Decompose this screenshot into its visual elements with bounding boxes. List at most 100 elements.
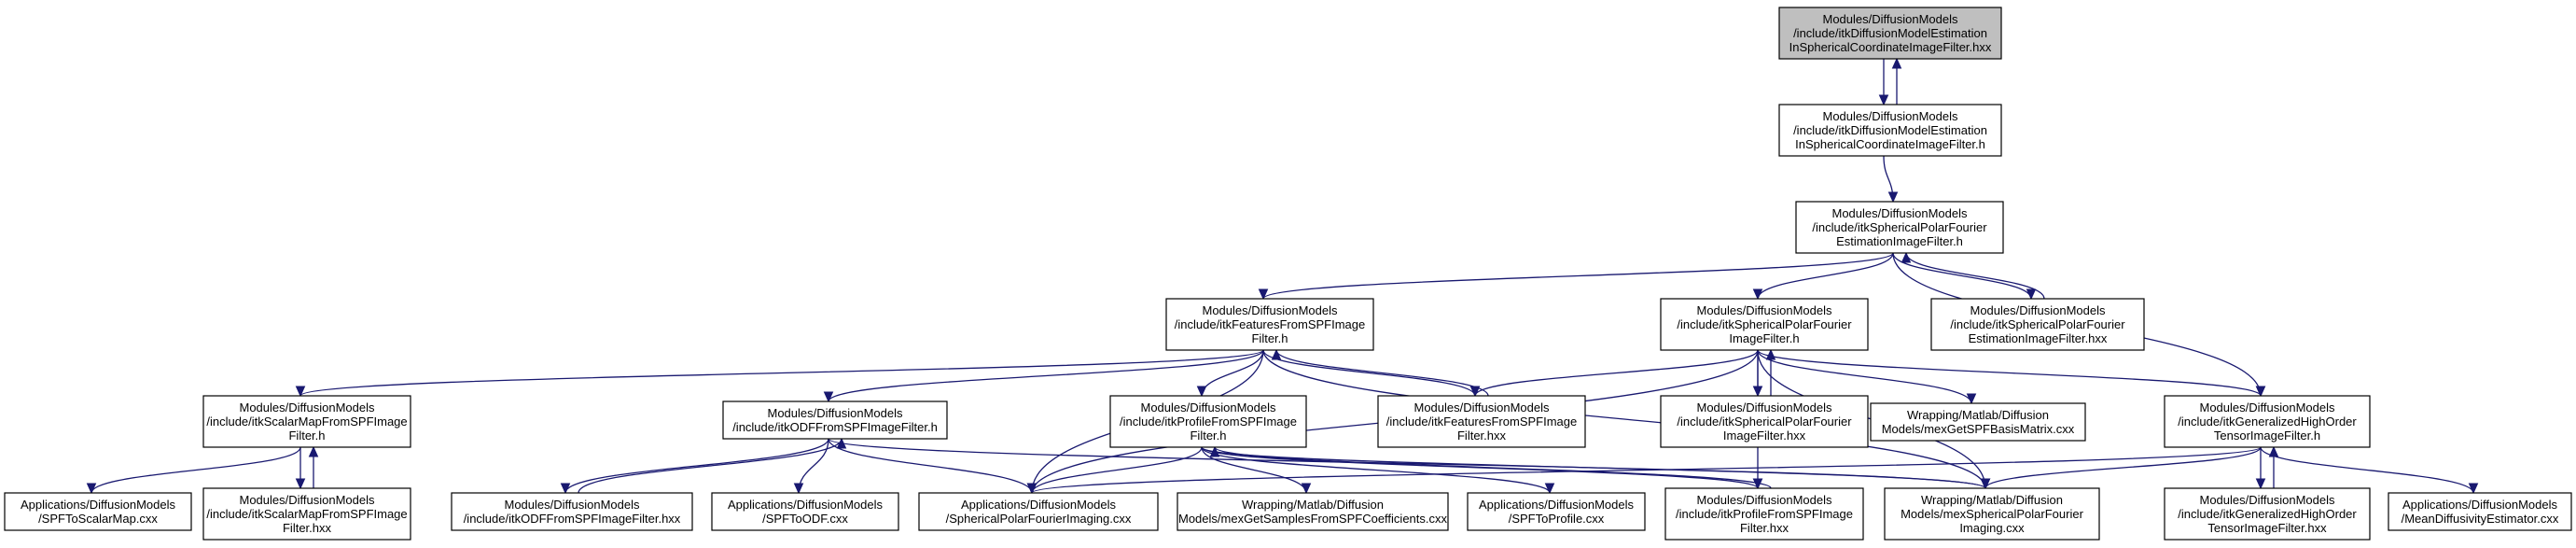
node-label-line: /MeanDiffusivityEstimator.cxx <box>2402 512 2559 526</box>
node-gho-h[interactable]: Modules/DiffusionModels/include/itkGener… <box>2164 395 2371 448</box>
node-scalar-hxx[interactable]: Modules/DiffusionModels/include/itkScala… <box>202 487 411 541</box>
node-label-line: /include/itkODFFromSPFImageFilter.hxx <box>464 512 681 526</box>
node-scalar-h[interactable]: Modules/DiffusionModels/include/itkScala… <box>202 395 411 448</box>
node-label-line: Applications/DiffusionModels <box>728 498 883 512</box>
node-box <box>711 492 899 531</box>
node-label-line: ImageFilter.h <box>1729 331 1799 345</box>
node-label-line: Filter.h <box>288 429 325 443</box>
node-profile-hxx[interactable]: Modules/DiffusionModels/include/itkProfi… <box>1664 487 1864 541</box>
node-label-line: Modules/DiffusionModels <box>1832 206 1968 220</box>
node-odf-hxx[interactable]: Modules/DiffusionModels/include/itkODFFr… <box>451 492 693 531</box>
edge-profile_h-to-mex_samples <box>1201 446 1312 495</box>
node-spf-to-profile[interactable]: Applications/DiffusionModels/SPFToProfil… <box>1467 492 1646 531</box>
node-label-line: Models/mexGetSamplesFromSPFCoefficients.… <box>1178 512 1448 526</box>
node-label-line: Modules/DiffusionModels <box>1823 12 1958 26</box>
node-box <box>4 492 192 531</box>
node-label-line: /SphericalPolarFourierImaging.cxx <box>946 512 1132 526</box>
node-label-line: /include/itkProfileFromSPFImage <box>1676 507 1853 521</box>
edge-spf_h-to-gho_h <box>1757 349 2266 398</box>
node-box <box>1778 7 2002 60</box>
edge-arrowhead <box>295 478 306 490</box>
edge-spf_est_hxx-to-spf_est_h <box>1901 251 2045 300</box>
edge-gho_h-to-gho_hxx <box>2255 447 2266 490</box>
node-label-line: TensorImageFilter.h <box>2214 429 2320 443</box>
node-odf-h[interactable]: Modules/DiffusionModels/include/itkODFFr… <box>722 400 948 440</box>
edge-arrowhead <box>1966 393 1977 405</box>
node-md-estimator[interactable]: Applications/DiffusionModels/MeanDiffusi… <box>2388 492 2572 531</box>
edge-arrowhead <box>2468 483 2479 495</box>
edge-profile_h-to-spf_imaging <box>1026 446 1203 495</box>
node-spf-h[interactable]: Modules/DiffusionModels/include/itkSpher… <box>1660 298 1869 351</box>
edge-spf_est_h-to-spf_h <box>1752 252 1894 301</box>
edge-arrowhead <box>1980 478 1991 490</box>
edge-arrowhead <box>2255 386 2266 398</box>
edge-arrowhead <box>1469 386 1481 398</box>
node-box <box>918 492 1159 531</box>
node-label-line: /include/itkGeneralizedHighOrder <box>2178 415 2357 429</box>
edge-arrowhead <box>295 386 306 398</box>
node-label-line: Modules/DiffusionModels <box>2200 493 2335 507</box>
edge-arrowhead <box>793 483 804 495</box>
edge-gho_h-to-spf_imaging <box>1026 446 2262 495</box>
node-label-line: Wrapping/Matlab/Diffusion <box>1242 498 1384 512</box>
edge-line <box>1892 252 2032 300</box>
edge-line <box>1031 446 2262 494</box>
node-label-line: /include/itkSphericalPolarFourier <box>1950 317 2125 331</box>
edge-arrowhead <box>823 391 834 403</box>
node-box <box>1778 104 2002 157</box>
node-spf-est-h[interactable]: Modules/DiffusionModels/include/itkSpher… <box>1795 201 2004 254</box>
node-label-line: /include/itkODFFromSPFImageFilter.h <box>732 420 938 434</box>
node-root: Modules/DiffusionModels/include/itkDiffu… <box>1778 7 2002 60</box>
node-box <box>202 487 411 541</box>
edge-line <box>91 446 301 494</box>
node-profile-h[interactable]: Modules/DiffusionModels/include/itkProfi… <box>1109 395 1307 448</box>
edge-arrowhead <box>1301 483 1312 495</box>
edge-spf_est_h-to-feat_h <box>1258 252 1894 301</box>
edge-spf_h-to-feat_hxx <box>1469 349 1759 398</box>
edge-profile_hxx-to-profile_h <box>1209 445 1772 489</box>
node-label-line: Imaging.cxx <box>1959 521 2025 535</box>
node-label-line: Filter.h <box>1190 429 1226 443</box>
node-label-line: Modules/DiffusionModels <box>1697 493 1832 507</box>
edge-gho_h-to-md_estimator <box>2260 446 2479 495</box>
node-label-line: Applications/DiffusionModels <box>1479 498 1634 512</box>
node-box <box>1930 298 2145 351</box>
edge-line <box>828 349 1264 402</box>
node-feat-h[interactable]: Modules/DiffusionModels/include/itkFeatu… <box>1165 298 1374 351</box>
edge-line <box>1474 349 1759 397</box>
node-label-line: Modules/DiffusionModels <box>768 406 903 420</box>
node-label-line: Filter.hxx <box>283 521 332 535</box>
edge-arrowhead <box>1765 348 1776 360</box>
edge-line <box>1275 349 1489 397</box>
node-label-line: Modules/DiffusionModels <box>1970 303 2106 317</box>
edge-arrowhead <box>560 483 571 495</box>
edge-arrowhead <box>308 445 319 457</box>
edge-arrowhead <box>1026 483 1037 495</box>
node-dme-h[interactable]: Modules/DiffusionModels/include/itkDiffu… <box>1778 104 2002 157</box>
node-spf-imaging[interactable]: Applications/DiffusionModels/SphericalPo… <box>918 492 1159 531</box>
node-box <box>1795 201 2004 254</box>
node-spf-to-odf[interactable]: Applications/DiffusionModels/SPFToODF.cx… <box>711 492 899 531</box>
edge-line <box>828 438 1033 494</box>
edge-line <box>2260 446 2474 494</box>
edge-profile_h-to-spf_to_profile <box>1201 446 1555 495</box>
node-spf-est-hxx[interactable]: Modules/DiffusionModels/include/itkSpher… <box>1930 298 2145 351</box>
node-spf-hxx[interactable]: Modules/DiffusionModels/include/itkSpher… <box>1660 395 1869 448</box>
edge-line <box>1262 349 1986 489</box>
node-spf-to-scalar[interactable]: Applications/DiffusionModels/SPFToScalar… <box>4 492 192 531</box>
node-label-line: /include/itkGeneralizedHighOrder <box>2178 507 2357 521</box>
node-label-line: Modules/DiffusionModels <box>1203 303 1338 317</box>
node-label-line: /include/itkScalarMapFromSPFImage <box>206 415 407 429</box>
edge-odf_hxx-to-odf_h <box>578 437 847 494</box>
node-mex-basis[interactable]: Wrapping/Matlab/DiffusionModels/mexGetSP… <box>1870 402 2086 442</box>
node-mex-imaging[interactable]: Wrapping/Matlab/DiffusionModels/mexSpher… <box>1884 487 2100 541</box>
node-feat-hxx[interactable]: Modules/DiffusionModels/include/itkFeatu… <box>1377 395 1586 448</box>
edge-gho_h-to-mex_imaging <box>1980 446 2262 490</box>
node-label-line: /include/itkScalarMapFromSPFImage <box>206 507 407 521</box>
node-gho-hxx[interactable]: Modules/DiffusionModels/include/itkGener… <box>2164 487 2371 541</box>
node-mex-samples[interactable]: Wrapping/Matlab/DiffusionModels/mexGetSa… <box>1177 492 1449 531</box>
edge-line <box>299 349 1264 397</box>
node-box <box>2164 395 2371 448</box>
node-label-line: Modules/DiffusionModels <box>1141 400 1276 415</box>
